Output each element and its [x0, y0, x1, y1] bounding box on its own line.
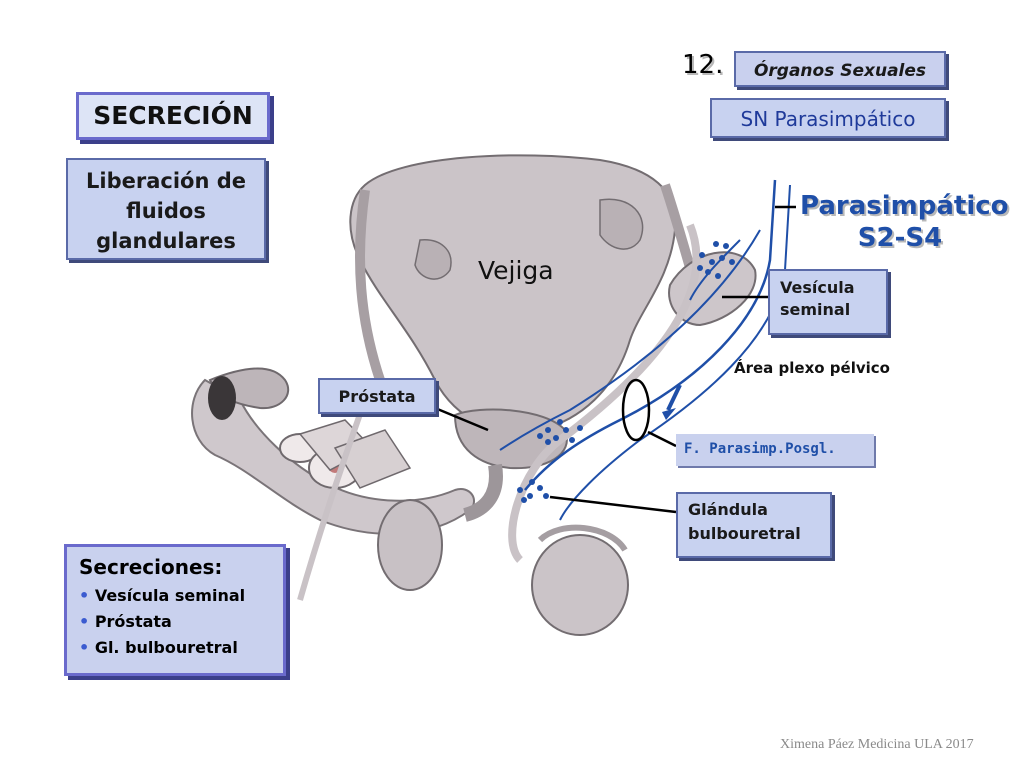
credit-text: Ximena Páez Medicina ULA 2017	[780, 737, 974, 752]
area-plexo-label: Área plexo pélvico	[734, 359, 890, 377]
organs-label-text: Órganos Sexuales	[753, 61, 927, 81]
liberacion-line2: fluidos	[126, 199, 206, 223]
slide-number: 12.	[682, 50, 724, 80]
pelvic-plexus-marker	[621, 378, 651, 442]
liberacion-line3: glandulares	[96, 229, 236, 253]
testis-illustration	[377, 499, 629, 636]
parasimpatico-line1: Parasimpático	[800, 191, 1009, 221]
vejiga-label: Vejiga	[478, 256, 554, 285]
glandula-box: Glándula bulbouretral	[676, 492, 832, 558]
f-parasimp-box: F. Parasimp.Posgl.	[676, 434, 874, 466]
liberacion-box: Liberación de fluidos glandulares	[66, 158, 266, 260]
f-parasimp-text: F. Parasimp.Posgl.	[684, 441, 836, 457]
spermatic-cord	[297, 398, 368, 601]
prostata-box: Próstata	[318, 378, 436, 414]
secreciones-item-text: Próstata	[94, 612, 172, 631]
bullet-icon: •	[79, 586, 90, 605]
secreciones-box: Secreciones: • Vesícula seminal • Prósta…	[64, 544, 286, 676]
secreciones-item-text: Gl. bulbouretral	[94, 638, 238, 657]
secreciones-item: • Vesícula seminal	[79, 583, 283, 609]
bullet-icon: •	[79, 612, 90, 631]
secrecion-box: SECRECIÓN	[76, 92, 270, 140]
organs-label: Órganos Sexuales	[734, 51, 946, 87]
leader-lines	[434, 205, 796, 514]
sn-parasimpatico-label: SN Parasimpático	[710, 98, 946, 138]
parasimpatico-line2: S2-S4	[857, 223, 943, 253]
secreciones-item: • Próstata	[79, 609, 283, 635]
vesicula-seminal-box: Vesícula seminal	[768, 269, 888, 335]
parasimpatico-title: Parasimpático S2-S4	[800, 190, 1009, 254]
sn-parasimpatico-text: SN Parasimpático	[740, 107, 916, 131]
vesicula-line2: seminal	[780, 300, 851, 319]
liberacion-line1: Liberación de	[86, 169, 246, 193]
vesicula-line1: Vesícula	[780, 278, 855, 297]
prostata-text: Próstata	[338, 387, 416, 406]
secreciones-item-text: Vesícula seminal	[94, 586, 246, 605]
secreciones-title: Secreciones:	[79, 555, 223, 579]
secrecion-title: SECRECIÓN	[93, 101, 253, 130]
bullet-icon: •	[79, 638, 90, 657]
glandula-line2: bulbouretral	[688, 524, 801, 543]
secreciones-item: • Gl. bulbouretral	[79, 635, 283, 661]
ganglia-dots	[517, 241, 735, 503]
glandula-line1: Glándula	[688, 500, 768, 519]
vas-deferens	[508, 223, 701, 563]
